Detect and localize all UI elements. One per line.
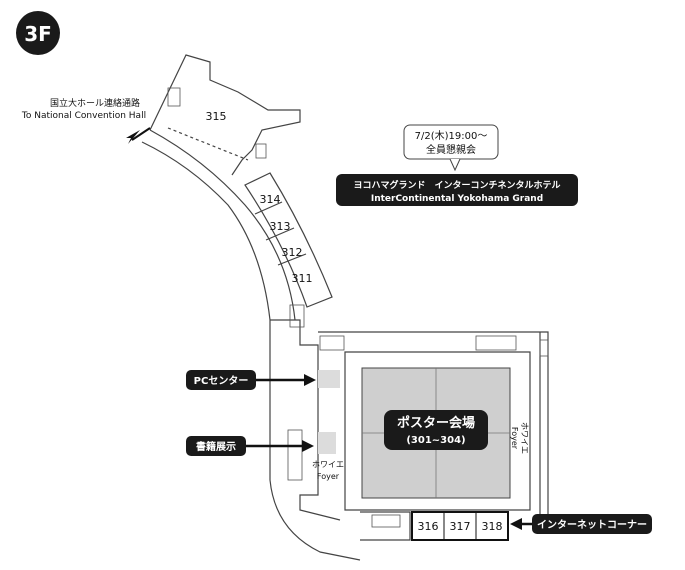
building-outline (141, 54, 549, 561)
internet-corner-box (532, 514, 652, 534)
restroom-icon (371, 514, 401, 528)
event-note: 7/2(木)19:00～ 全員懇親会 (403, 124, 499, 172)
main-block-inner (344, 351, 531, 511)
room-314: 314 (260, 193, 281, 206)
poster-hall-rooms: (301~304) (406, 435, 465, 446)
fixtures (167, 87, 549, 528)
room-315: 315 (206, 110, 227, 123)
arrow-right-icon (302, 440, 314, 452)
hotel-name-en: InterContinental Yokohama Grand (371, 194, 543, 204)
foyer-left-ja: ホワイエ (312, 460, 344, 469)
book-exhibit-zone (318, 432, 336, 454)
stairs-icon (539, 339, 549, 357)
main-block-outer (318, 331, 549, 520)
foyer-right-ja: ホワイエ (520, 422, 529, 454)
room-311: 311 (292, 272, 313, 285)
floor-badge-circle (16, 11, 60, 55)
callout-pc-center: PCセンター (186, 370, 316, 390)
callout-book-exhibit: 書籍展示 (186, 436, 314, 456)
pc-center-zone (318, 370, 340, 388)
event-note-pointer (449, 158, 461, 172)
divider-314-313 (254, 201, 283, 215)
lobby-bottom-left (360, 511, 411, 541)
stairs-icon (167, 87, 181, 107)
poster-hall: ポスター会場 (301~304) (361, 367, 511, 499)
floor-label: 3F (24, 22, 52, 46)
room-317: 317 (450, 520, 471, 533)
room-318: 318 (482, 520, 503, 533)
divider-313-312 (265, 227, 295, 241)
arrow-left-icon (510, 518, 522, 530)
rooms-316-318: 316 317 318 (411, 511, 509, 541)
hotel-label-box (336, 174, 578, 206)
arrow-left-icon (126, 130, 140, 144)
foyer-right-en: Foyer (510, 427, 519, 450)
hotel-label: ヨコハマグランド インターコンチネンタルホテル InterContinental… (336, 174, 578, 206)
escalator-icon (287, 429, 303, 481)
hotel-name-ja: ヨコハマグランド インターコンチネンタルホテル (353, 179, 560, 191)
event-note-title: 全員懇親会 (426, 143, 476, 156)
internet-corner-label: インターネットコーナー (537, 519, 647, 531)
foyer-left-wall (270, 319, 341, 521)
room-316: 316 (418, 520, 439, 533)
inner-wall (149, 129, 296, 321)
book-exhibit-box (186, 436, 246, 456)
room-312: 312 (282, 246, 303, 259)
foyer-right: ホワイエ Foyer (510, 422, 529, 454)
restroom-icon (475, 335, 517, 351)
foyer-left-en: Foyer (317, 472, 340, 481)
room-315-divider (167, 127, 249, 161)
room-313: 313 (270, 220, 291, 233)
pc-center-box (186, 370, 256, 390)
poster-hall-title: ポスター会場 (397, 415, 475, 431)
national-hall-link-en: To National Convention Hall (21, 111, 146, 121)
floor-badge: 3F (16, 11, 60, 55)
outer-wall (141, 141, 361, 561)
stairs-icon (255, 143, 267, 159)
event-note-datetime: 7/2(木)19:00～ (415, 130, 488, 142)
wing-top-wall (149, 54, 301, 176)
arrow-right-icon (304, 374, 316, 386)
poster-hall-label-box (384, 410, 488, 450)
callout-internet-corner: インターネットコーナー (510, 514, 652, 534)
book-exhibit-label: 書籍展示 (196, 440, 236, 453)
restroom-icon (319, 335, 345, 351)
stairs-icon (289, 304, 305, 328)
rooms-316-318-box (411, 511, 509, 541)
divider-312-311 (277, 253, 307, 266)
pc-center-label: PCセンター (194, 375, 249, 387)
arrow-left-shaft (131, 127, 151, 141)
national-hall-link: 国立大ホール連絡通路 To National Convention Hall (21, 97, 151, 144)
rooms-311-314-block (244, 172, 333, 308)
national-hall-link-ja: 国立大ホール連絡通路 (50, 97, 140, 109)
